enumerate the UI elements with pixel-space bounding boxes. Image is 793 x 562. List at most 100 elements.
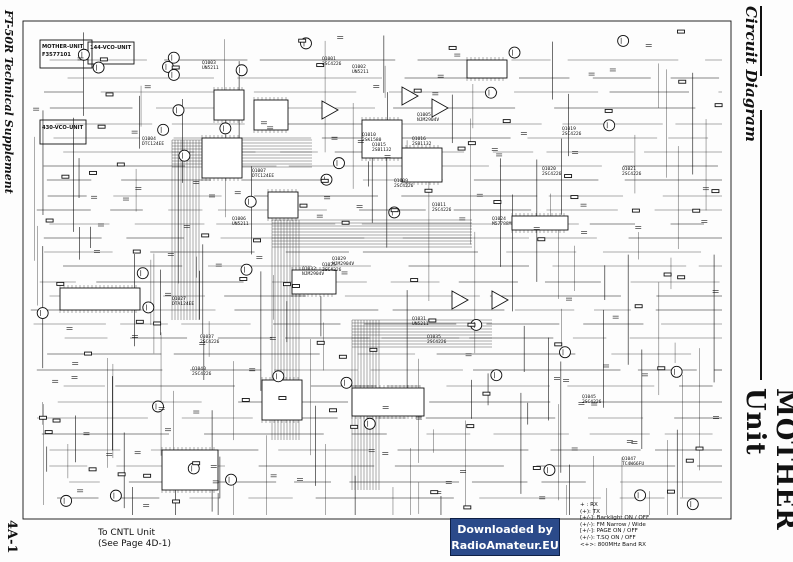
op-amp [321,100,339,120]
resistor [604,108,613,113]
resistor [135,319,144,324]
legend-item: (+): TX [580,508,600,515]
part-id: Q1025 [322,262,336,268]
cntl-note-line2: (See Page 4D-1) [98,539,171,549]
transistor [363,417,376,430]
transistor [136,267,149,280]
resistor [677,275,686,280]
page-number: 4A-1 [4,520,19,554]
part-id: Q1004 [142,136,156,142]
part-id: Q1029 [332,256,346,262]
transistor [272,370,285,383]
resistor [320,178,329,183]
resistor [631,208,640,213]
part-type: 2SC4226 [322,267,342,273]
download-watermark: Downloaded by RadioAmateur.EU [450,518,560,556]
resistor [457,146,466,151]
resistor [695,446,704,451]
transistor [172,104,185,117]
part-id: Q1019 [562,126,576,132]
part-type: 2SC4226 [562,131,582,137]
part-type: 2SK1580 [362,137,382,143]
part-type: 2SC4226 [322,61,342,67]
transistor [508,46,521,59]
resistor [564,174,573,178]
part-type: 2SB1132 [412,141,432,147]
part-type: 2SB1132 [372,147,392,153]
resistor [239,277,248,281]
part-id: Q1040 [192,366,206,372]
part-id: Q1016 [412,136,426,142]
watermark-line1: Downloaded by [457,523,553,536]
resistor [711,189,720,194]
resistor [390,208,399,213]
transistor [603,119,616,132]
transistor [225,473,237,486]
cntl-note-line1: To CNTL Unit [98,528,156,538]
components [33,29,723,511]
resistor [428,318,437,323]
mother-unit-title: MOTHER Unit [740,388,793,531]
resistor [463,505,472,510]
resistor [61,174,70,179]
signal-legend: + : RX(+): TX[+/-]: Backlight ON / OFF(+… [580,502,649,548]
resistor [554,342,563,347]
part-type: NJM2904V [417,117,439,123]
technical-supplement-title: FT-50R Technical Supplement [2,10,20,340]
part-id: Q1001 [322,56,336,62]
ic-package [201,137,243,179]
resistor [467,141,476,146]
resistor [278,396,287,400]
resistor [692,208,701,213]
resistor [292,284,300,288]
transistor [670,365,683,378]
part-id: Q1037 [200,334,214,340]
ic-package [59,287,141,311]
ic-package [213,89,245,121]
part-id: Q1027 [172,296,186,302]
part-id: Q1009 [394,178,408,184]
title-rule-middle [760,110,762,380]
part-type: 2SC4226 [582,399,602,405]
part-type: DTC124EE [252,173,274,179]
resistor [532,466,541,470]
resistor [253,238,261,243]
part-type: 2SC4226 [622,171,642,177]
resistor [44,430,53,435]
resistor [116,162,125,167]
op-amp [491,290,509,310]
legend-item: (+/-): T.SQ ON / OFF [580,534,636,541]
transistor [219,122,232,135]
transistor [240,263,253,276]
diagram-frame [22,20,732,520]
transistor [485,86,497,99]
resistor [667,489,675,494]
resistor [678,79,687,84]
resistor [172,499,181,504]
legend-item: <+>: 800MHz Band RX [580,541,647,548]
resistor [56,281,65,286]
mother-unit-label: MOTHER-UNIT [42,44,84,50]
transistor [142,301,155,314]
wiring [30,32,722,515]
part-type: 2SC4226 [394,183,414,189]
part-id: Q1005 [417,112,431,118]
transistor [634,489,647,502]
resistor [466,424,475,429]
part-id: Q1021 [622,166,636,172]
op-amp [451,290,469,310]
ic-package [401,147,443,183]
mother-unit-code: F3577101 [42,52,71,58]
title-rule-top [760,6,762,76]
resistor [97,124,106,129]
part-id: Q1047 [622,456,636,462]
resistor [89,170,97,175]
transistor [617,34,630,47]
resistor [657,366,666,371]
resistor [410,278,419,283]
transistor [167,51,180,64]
resistor [45,218,54,223]
ic-package [291,269,337,295]
resistor [482,391,491,396]
